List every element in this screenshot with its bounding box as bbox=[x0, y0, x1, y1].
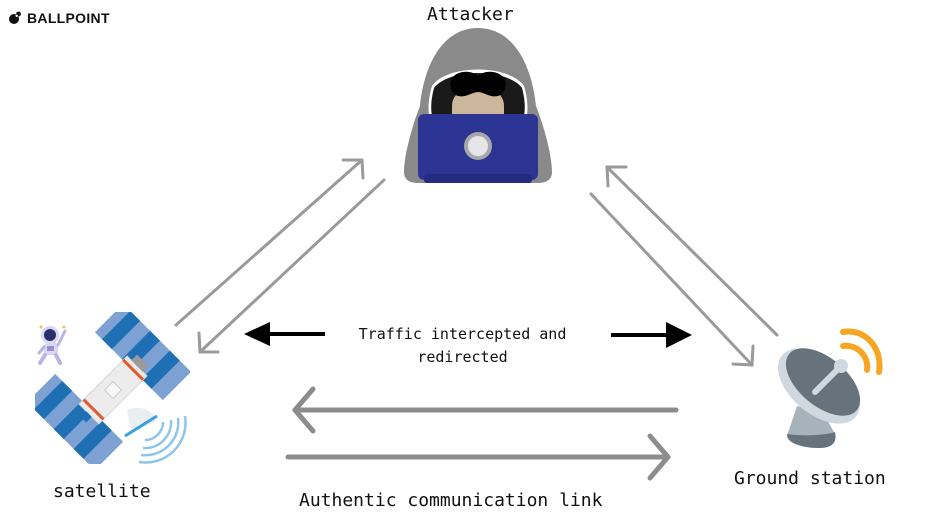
authentic-arrow-left-icon bbox=[292, 386, 679, 434]
brand: BALLPOINT bbox=[8, 10, 110, 26]
link-attacker-to-satellite bbox=[197, 178, 386, 354]
link-satellite-to-attacker bbox=[174, 158, 365, 327]
attacker-label: Attacker bbox=[427, 4, 514, 25]
brand-name: BALLPOINT bbox=[27, 10, 110, 26]
satellite-icon bbox=[35, 312, 190, 464]
intercept-arrow-right-icon bbox=[611, 322, 692, 348]
authentic-link-label: Authentic communication link bbox=[299, 490, 603, 511]
link-ground-to-attacker bbox=[605, 165, 779, 337]
authentic-arrow-right-icon bbox=[285, 433, 671, 481]
ballpoint-logo-icon bbox=[9, 11, 21, 24]
intercept-label-line2: redirected bbox=[417, 348, 508, 366]
intercept-label-line1: Traffic intercepted and bbox=[358, 325, 567, 343]
link-attacker-to-ground bbox=[589, 192, 755, 367]
hooded-hacker-laptop-icon bbox=[404, 28, 552, 183]
ground-station-label: Ground station bbox=[734, 468, 886, 489]
satellite-label: satellite bbox=[53, 481, 151, 502]
intercept-label: Traffic intercepted and redirected bbox=[330, 323, 595, 369]
astronaut-icon bbox=[37, 325, 67, 365]
intercept-arrow-left-icon bbox=[244, 322, 325, 346]
satellite-dish-icon bbox=[778, 328, 883, 448]
